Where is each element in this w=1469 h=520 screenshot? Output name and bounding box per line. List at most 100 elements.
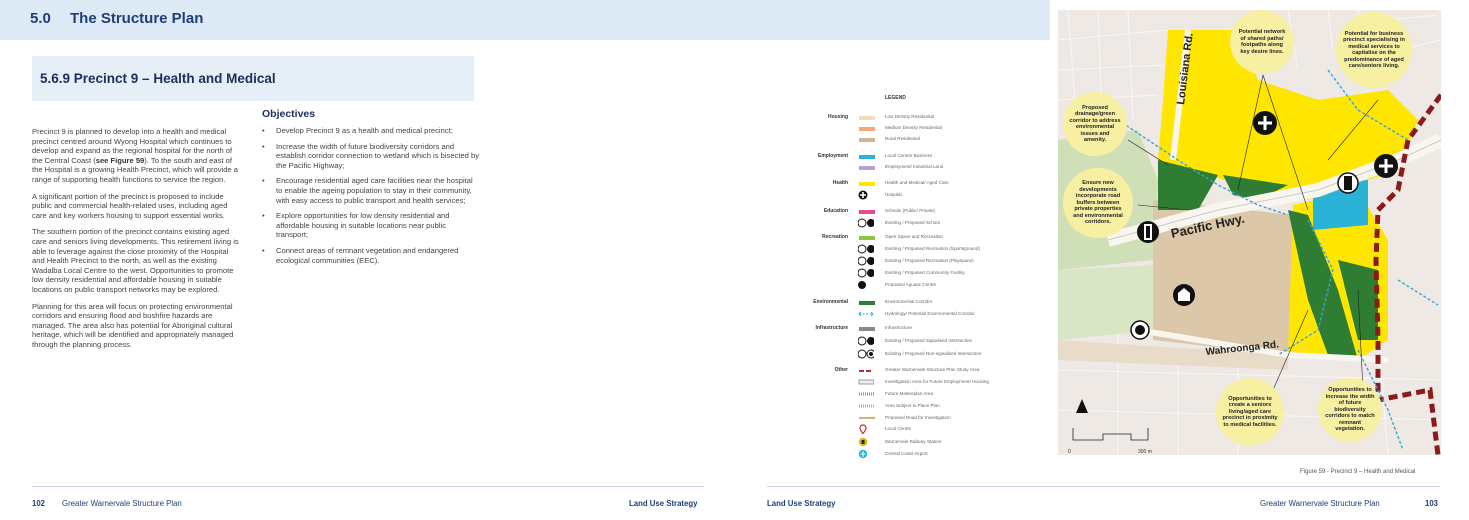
airport-icon: [858, 449, 868, 459]
section-title: The Structure Plan: [70, 10, 204, 27]
page-number-right: 103: [1425, 499, 1439, 508]
footer-rule: [32, 486, 704, 487]
legend-item-label: Warnervale Railway Station: [885, 439, 942, 444]
body-text-run: ). To the south and east of the Hospital…: [32, 155, 238, 184]
subsection-title: 5.6.9 Precinct 9 – Health and Medical: [40, 71, 276, 86]
legend-heading: LEGEND: [885, 95, 906, 101]
objectives-heading: Objectives: [262, 108, 316, 120]
figure-reference: see Figure 59: [95, 155, 145, 165]
legend-item-label: Open Space and Recreation: [885, 234, 943, 239]
objective-item: Encourage residential aged care faciliti…: [262, 176, 480, 205]
objective-item: Explore opportunities for low density re…: [262, 211, 480, 240]
traffic-signal-icon: [858, 336, 874, 346]
north-arrow-icon: [1076, 399, 1088, 413]
legend-item-label: Existing / Proposed School: [885, 220, 940, 225]
legend-category-infrastructure: Infrastructure: [815, 325, 848, 331]
legend-swatch: [858, 124, 875, 134]
hospital-icon: [858, 190, 868, 200]
footer-document-title: Greater Warnervale Structure Plan: [62, 499, 182, 508]
legend-swatch: [858, 135, 875, 145]
footer-document-title: Greater Warnervale Structure Plan: [1260, 499, 1380, 508]
traffic-signal-icon: [1137, 221, 1159, 243]
figure-caption: Figure 59 - Precinct 9 – Health and Medi…: [1300, 469, 1416, 475]
body-paragraph: The southern portion of the precinct con…: [32, 227, 239, 294]
legend-item-label: Existing / Proposed Recreation (Playspac…: [885, 258, 974, 263]
legend-item-label: Existing / Proposed Recreation (Sportsgr…: [885, 246, 980, 251]
community-facility-icon: [1173, 284, 1195, 306]
callout-drainage-corridor: Proposed drainage/green corridor to addr…: [1063, 92, 1127, 156]
objective-item: Develop Precinct 9 as a health and medic…: [262, 126, 480, 136]
legend-item-label: Environmental Corridor: [885, 299, 933, 304]
dashed-arrow-icon: [858, 311, 874, 317]
study-area-line-icon: [859, 370, 873, 372]
masterplan-area-icon: [859, 392, 874, 396]
hospital-icon: [1374, 154, 1398, 178]
aquatic-centre-icon: [858, 281, 866, 289]
legend-item-label: Infrastructure: [885, 325, 913, 330]
objectives-list: Develop Precinct 9 as a health and medic…: [262, 126, 480, 271]
legend-item-label: Schools (Public/ Private): [885, 208, 936, 213]
location-pin-icon: [859, 424, 867, 434]
legend-swatch: [858, 207, 875, 217]
legend-item-label: Rural Residential: [885, 136, 920, 141]
legend-category-other: Other: [834, 367, 848, 373]
legend-item-label: Proposed Aquatic Centre: [885, 282, 937, 287]
legend-item-label: Employment/ Industrial Land: [885, 164, 944, 169]
section-number: 5.0: [30, 10, 51, 27]
objective-item: Connect areas of remnant vegetation and …: [262, 246, 480, 265]
legend-item-label: Low Density Residential: [885, 114, 935, 119]
legend-category-recreation: Recreation: [822, 234, 848, 240]
callout-seniors-precinct: Opportunities to create a seniors living…: [1216, 378, 1284, 446]
legend-item-label: Medium Density Residential: [885, 125, 942, 130]
page-number-left: 102: [32, 499, 46, 508]
callout-road-buffers: Ensure new developments incorporate road…: [1063, 168, 1133, 238]
legend-category-housing: Housing: [828, 114, 848, 120]
legend-item-label: Investigation Area for Future Employment…: [885, 379, 989, 384]
body-text-run: Precinct 9 is planned to develop into a …: [32, 127, 233, 165]
footer-section-label: Land Use Strategy: [767, 499, 836, 508]
scale-label-end: 300 m: [1138, 449, 1152, 455]
body-paragraph: Precinct 9 is planned to develop into a …: [32, 127, 242, 185]
legend-item-label: Proposed Road for Investigation: [885, 415, 951, 420]
legend-category-environmental: Environmental: [813, 299, 848, 305]
legend-category-health: Health: [832, 180, 848, 186]
legend-swatch: [858, 298, 875, 308]
body-paragraph: A significant portion of the precinct is…: [32, 191, 228, 220]
callout-business-precinct: Potential for business precinct speciali…: [1336, 12, 1412, 88]
legend-category-education: Education: [823, 208, 848, 214]
callout-shared-paths: Potential network of shared paths/ footp…: [1230, 10, 1294, 74]
intersection-icon: [858, 349, 874, 359]
callout-biodiversity-corridors: Opportunities to increase the width of f…: [1318, 378, 1382, 442]
legend-swatch: [858, 233, 875, 243]
legend-item-label: Hydrology/ Potential Environmental Corri…: [885, 311, 975, 316]
legend-item-label: Greater Warnervale Structure Plan Study …: [885, 367, 980, 372]
place-plan-area-icon: [859, 404, 874, 408]
objective-item: Increase the width of future biodiversit…: [262, 142, 480, 171]
railway-station-icon: [858, 437, 868, 447]
legend-item-label: Existing / Proposed Community Facility: [885, 270, 965, 275]
school-icon: [858, 218, 874, 228]
legend-item-label: Hospital: [885, 192, 902, 197]
legend-item-label: Local Centre/ Business: [885, 153, 933, 158]
footer-rule: [767, 486, 1440, 487]
legend-item-label: Existing / Proposed Signalised Intersect…: [885, 338, 973, 343]
legend-swatch: [858, 152, 875, 162]
legend-swatch: [858, 113, 875, 123]
legend-category-employment: Employment: [817, 153, 848, 159]
body-text: Precinct 9 is planned to develop into a …: [32, 127, 242, 356]
hospital-icon: [1253, 111, 1277, 135]
subsection-header-band: [32, 56, 474, 101]
legend-swatch: [858, 413, 875, 423]
legend-item-label: Existing / Proposed Non-signalised Inter…: [885, 351, 982, 356]
legend-item-label: Central Coast Airport: [885, 451, 928, 456]
investigation-area-icon: [858, 379, 874, 385]
legend-item-label: Health and Medical/ Aged Care: [885, 180, 949, 185]
legend-item-label: Local Centre: [885, 426, 912, 431]
legend-swatch: [858, 324, 875, 334]
scale-bar: [1072, 428, 1149, 441]
legend-item-label: Future Masterplan Area: [885, 391, 934, 396]
section-header-band: [0, 0, 1050, 40]
intersection-icon: [1130, 320, 1150, 340]
sportsground-icon: [858, 244, 874, 254]
legend-swatch: [858, 179, 875, 189]
